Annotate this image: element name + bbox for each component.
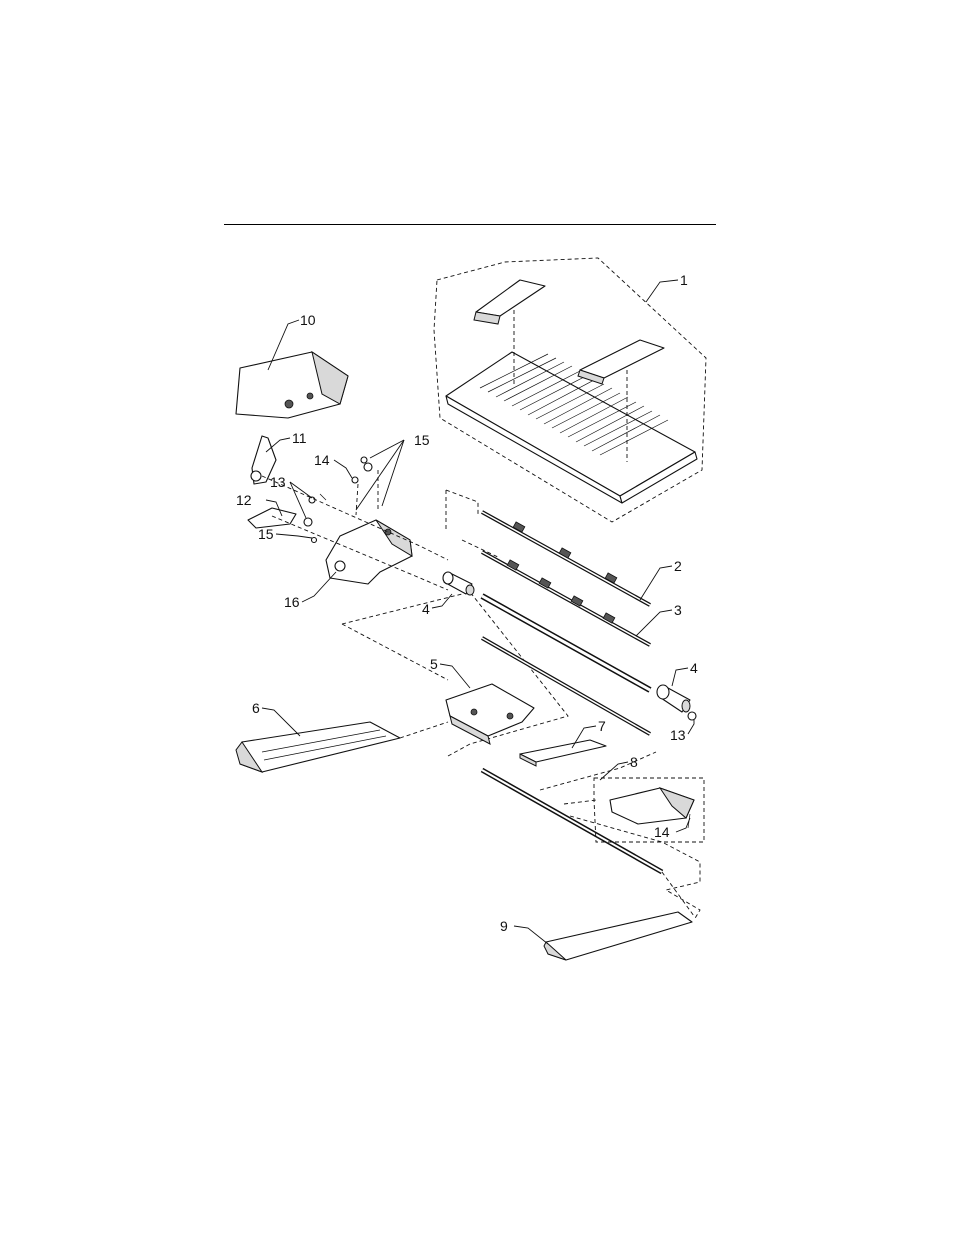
- align-line: [462, 540, 500, 558]
- leader-2: [640, 566, 672, 600]
- part-3-roller-shaft: [482, 552, 650, 645]
- callout-14: 14: [314, 452, 330, 468]
- fastener-shaft: [320, 494, 326, 500]
- fastener-13: [304, 518, 312, 526]
- leader-3: [636, 610, 672, 636]
- part-16-side-frame: [326, 520, 412, 584]
- leader-4b: [672, 668, 688, 686]
- shaft-2-highlight: [482, 512, 650, 605]
- part-4-bushing-left: [443, 572, 474, 595]
- part-4-bushing-right: [657, 685, 696, 720]
- callout-12: 12: [236, 492, 252, 508]
- fastener-15: [312, 538, 317, 543]
- part-7-plate: [520, 740, 606, 766]
- part-8-sensor-assembly: [540, 752, 704, 920]
- align-line: [446, 490, 478, 516]
- part-6-long-guide: [236, 722, 448, 772]
- callout-8: 8: [630, 754, 638, 770]
- part-10-cover: [236, 352, 348, 418]
- cover-screw-icon: [307, 393, 313, 399]
- fastener-14: [352, 477, 358, 483]
- cover-screw-icon: [285, 400, 293, 408]
- callout-7: 7: [598, 718, 606, 734]
- align-line: [540, 752, 656, 790]
- leader-14a: [334, 460, 352, 478]
- leader-9: [514, 926, 548, 944]
- paper-guide-left: [476, 280, 545, 316]
- bracket-body: [248, 508, 296, 528]
- leader-8: [600, 762, 628, 780]
- callout-1: 1: [680, 272, 688, 288]
- frame-hole: [335, 561, 345, 571]
- leader-13b: [688, 720, 694, 734]
- shaft-large-highlight: [482, 596, 650, 690]
- bushing-end: [657, 685, 669, 699]
- leader-4a: [432, 594, 452, 608]
- leader-5: [440, 664, 470, 688]
- part-1-tray-assembly: [434, 258, 706, 522]
- guide9-body: [546, 912, 692, 960]
- paper-guide-right: [580, 340, 664, 378]
- fastener-15: [361, 457, 367, 463]
- bushing-end: [443, 572, 453, 584]
- part-9-lower-guide: [544, 872, 694, 960]
- part-5-bracket-assembly: [446, 684, 534, 744]
- bushing-end: [682, 700, 690, 712]
- leader-14b: [676, 818, 690, 832]
- callout-6: 6: [252, 700, 260, 716]
- bracket5-screw-icon: [471, 709, 477, 715]
- callout-5: 5: [430, 656, 438, 672]
- align-line: [400, 722, 448, 738]
- callout-4: 4: [690, 660, 698, 676]
- callout-13: 13: [670, 727, 686, 743]
- frame-body: [326, 520, 412, 584]
- callout-15: 15: [414, 432, 430, 448]
- callout-2: 2: [674, 558, 682, 574]
- callout-4: 4: [422, 601, 430, 617]
- bushing-end: [466, 585, 474, 595]
- plate-body: [520, 740, 606, 762]
- leader-1: [646, 280, 678, 302]
- shaft-3-highlight: [482, 552, 650, 645]
- leader-6: [262, 708, 300, 736]
- fastener-15: [364, 463, 372, 471]
- part-12-bracket: [248, 508, 296, 528]
- align-line: [564, 800, 596, 804]
- bracket5-screw-icon: [507, 713, 513, 719]
- frame-gear-icon: [385, 529, 391, 535]
- callout-14: 14: [654, 824, 670, 840]
- lever-pivot: [251, 471, 261, 481]
- align-line: [662, 872, 694, 916]
- callout-9: 9: [500, 918, 508, 934]
- part-2-roller-shaft: [482, 512, 650, 605]
- callout-11: 11: [292, 430, 307, 446]
- leader-15a: [356, 440, 404, 510]
- callout-13: 13: [270, 474, 286, 490]
- fastener-13: [688, 712, 696, 720]
- callout-15: 15: [258, 526, 274, 542]
- guide6-body: [240, 722, 400, 772]
- leader-15b: [276, 534, 312, 538]
- callout-10: 10: [300, 312, 316, 328]
- align-line: [356, 484, 358, 515]
- callout-16: 16: [284, 594, 300, 610]
- drive-shaft: [482, 596, 650, 690]
- callout-3: 3: [674, 602, 682, 618]
